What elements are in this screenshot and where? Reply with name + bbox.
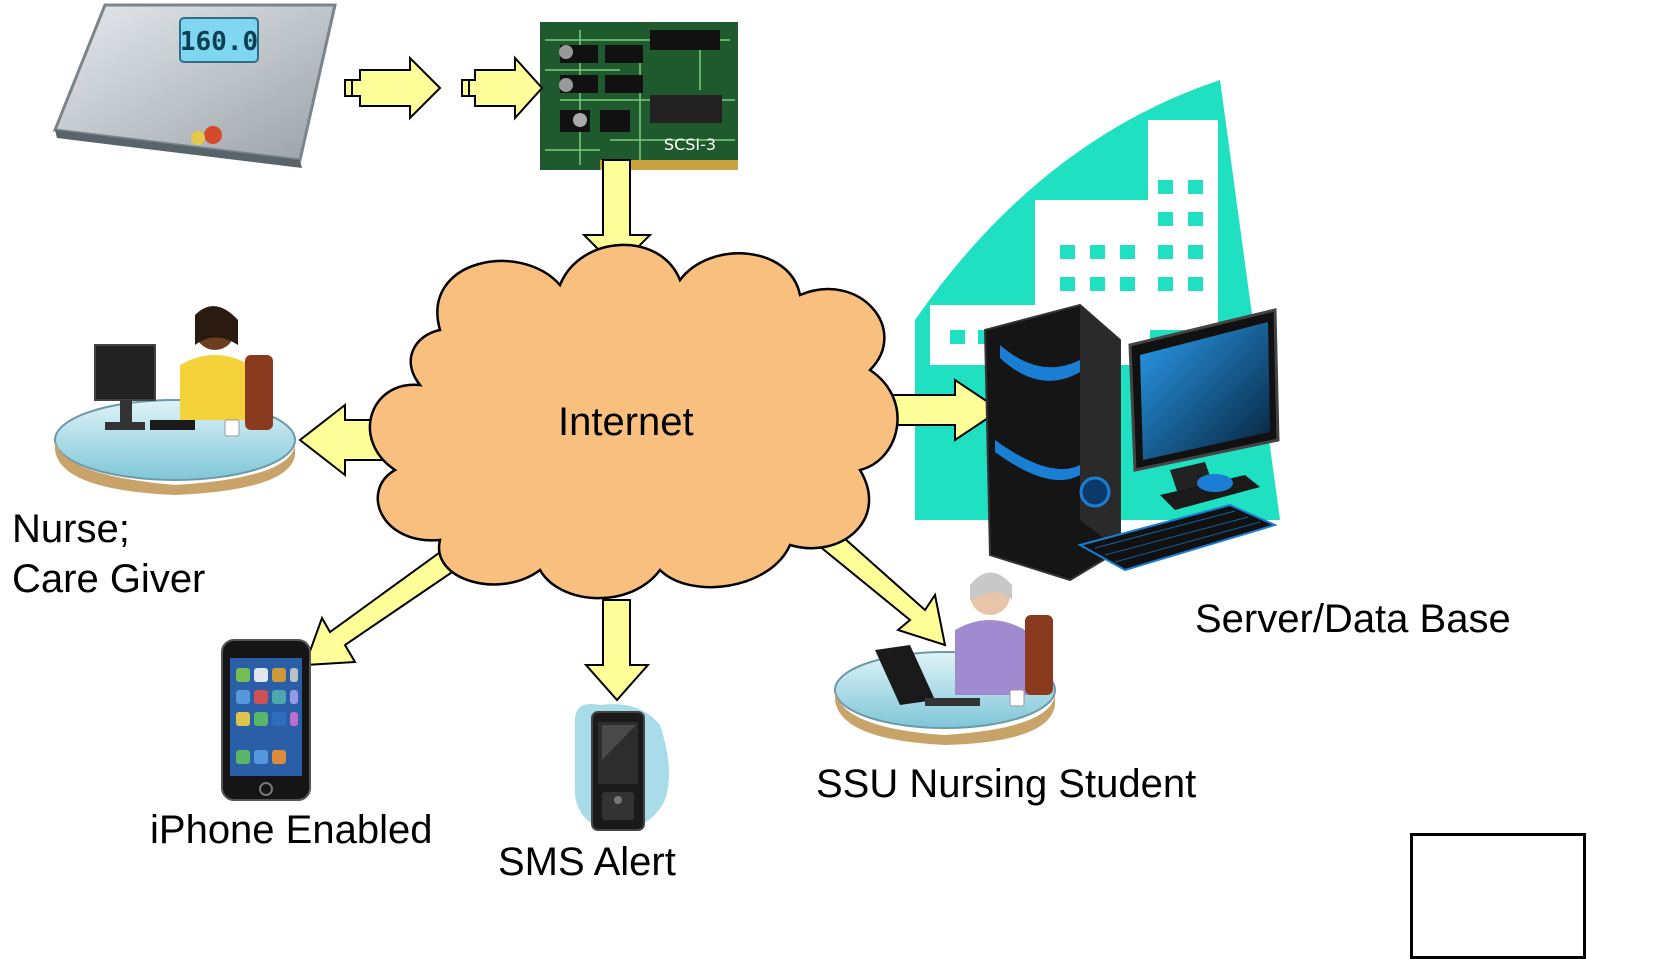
corner-frame bbox=[1410, 833, 1586, 959]
nurse-label-line1: Nurse; bbox=[12, 507, 130, 551]
circuit-board-icon: SCSI-3 bbox=[540, 22, 738, 170]
arrow-internet-to-iphone bbox=[303, 543, 472, 667]
internet-label: Internet bbox=[558, 400, 694, 444]
arrow-internet-to-sms bbox=[583, 599, 651, 702]
board-silk-label: SCSI-3 bbox=[664, 135, 716, 154]
arrow-internet-to-student bbox=[816, 528, 947, 647]
scale-readout: 160.0 bbox=[180, 27, 258, 57]
cell-phone-icon bbox=[575, 704, 669, 831]
nurse-label-line2: Care Giver bbox=[12, 557, 206, 601]
nurse-at-desk-icon bbox=[54, 306, 296, 495]
server-label: Server/Data Base bbox=[1195, 597, 1511, 641]
nursing-student-icon bbox=[834, 572, 1056, 745]
sms-label: SMS Alert bbox=[498, 840, 676, 884]
arrow-into-board bbox=[461, 55, 544, 121]
internet-cloud bbox=[368, 243, 899, 600]
network-diagram: 160.0 SCSI-3 bbox=[52, 3, 1280, 831]
bathroom-scale-icon: 160.0 bbox=[52, 3, 337, 168]
arrow-scale-to-board bbox=[344, 55, 442, 121]
server-computer-icon bbox=[983, 303, 1280, 582]
iphone-icon bbox=[221, 639, 311, 801]
student-label: SSU Nursing Student bbox=[816, 762, 1197, 806]
iphone-label: iPhone Enabled bbox=[150, 808, 433, 852]
